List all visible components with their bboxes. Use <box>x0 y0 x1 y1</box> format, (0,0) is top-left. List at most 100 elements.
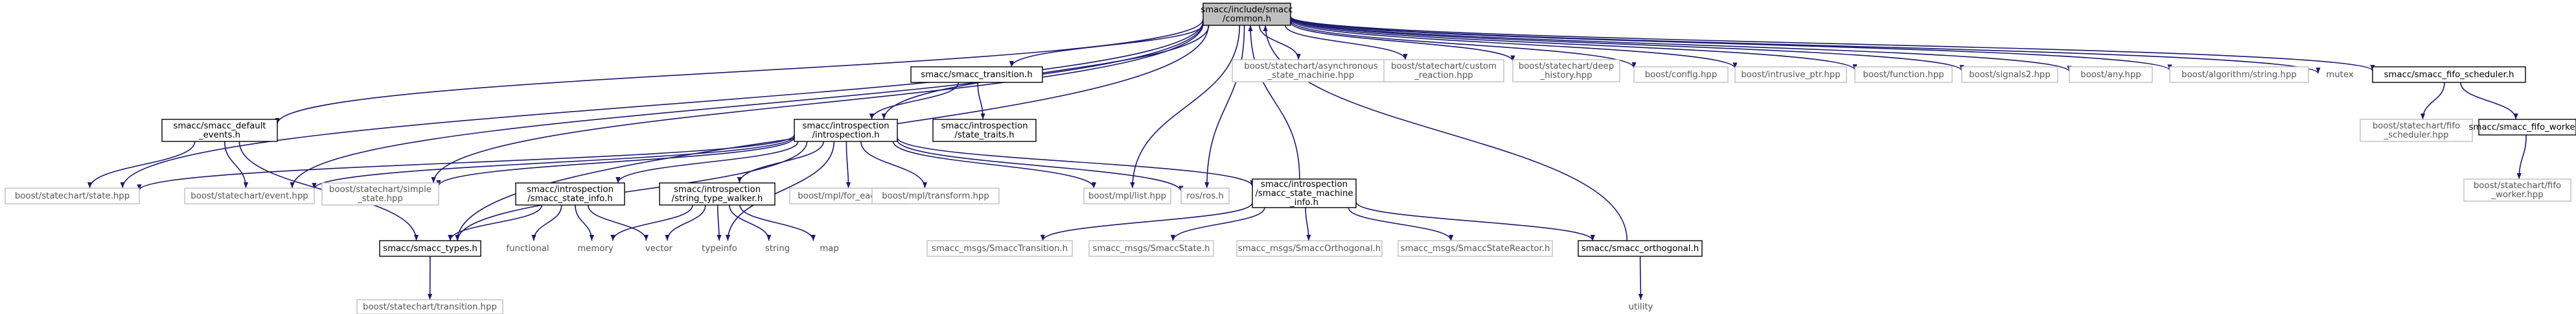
edge-smacc_state_machine_info-to-smacc_orthogonal <box>1355 201 1595 241</box>
node-deep_history: boost/statechart/deep_history.hpp <box>1512 59 1620 82</box>
edge-smacc_include_smacc_common-to-smacc_default_events <box>275 19 1204 125</box>
node-label-line: _events.h <box>198 130 240 140</box>
edge-smacc_include_smacc_common-to-mutex <box>1290 16 2321 74</box>
node-box <box>1083 187 1171 204</box>
node-label-line: boost/statechart/custom <box>1391 62 1497 71</box>
node-asynchronous_state_machine: boost/statechart/asynchronous_state_mach… <box>1232 59 1390 82</box>
edge-smacc_include_smacc_common-to-event_hpp <box>290 22 1204 189</box>
node-smacc_msgs_transition: smacc_msgs/SmaccTransition.h <box>926 240 1073 257</box>
edges-layer <box>87 16 2527 300</box>
node-introspection[interactable]: smacc/introspection/introspection.h <box>794 119 898 142</box>
edge-smacc_include_smacc_common-to-boost_function <box>1290 18 1857 71</box>
node-label-line: _scheduler.hpp <box>2383 130 2448 140</box>
node-label-line: smacc_msgs/SmaccStateReactor.h <box>1401 244 1550 254</box>
node-label-line: boost/statechart/transition.hpp <box>363 302 497 312</box>
node-intrusive_ptr: boost/intrusive_ptr.hpp <box>1734 66 1847 83</box>
edge-smacc_state_machine_info-to-smacc_msgs_orthogonal <box>1305 207 1311 241</box>
edge-smacc_state_machine_info-to-smacc_msgs_transition <box>1040 202 1253 241</box>
edge-smacc_state_machine_info-to-smacc_msgs_state <box>1170 207 1265 241</box>
node-box <box>871 187 1000 204</box>
node-label-line: typeinfo <box>702 244 737 254</box>
node-label-line: /state_traits.h <box>954 130 1014 140</box>
node-box <box>1088 240 1214 257</box>
node-functional: functional <box>506 244 549 254</box>
node-fifo_worker[interactable]: smacc/smacc_fifo_worker.h <box>2468 119 2576 136</box>
node-box <box>1383 59 1504 82</box>
node-fifo_scheduler[interactable]: smacc/smacc_fifo_scheduler.h <box>2372 66 2526 83</box>
node-label-line: _state_machine.hpp <box>1267 71 1355 80</box>
edge-smacc_include_smacc_common-to-asynchronous_state_machine <box>1259 25 1301 60</box>
node-label-line: boost/statechart/deep <box>1519 62 1614 71</box>
node-box <box>2463 178 2571 202</box>
edge-introspection-to-mpl_list <box>892 141 1096 189</box>
edge-smacc_state_machine_info-to-smacc_msgs_state_reactor <box>1348 207 1454 241</box>
edge-introspection-to-for_each <box>845 141 851 189</box>
node-boost_function: boost/function.hpp <box>1854 66 1953 83</box>
node-smacc_state_machine_info[interactable]: smacc/introspection/smacc_state_machine_… <box>1252 178 1357 208</box>
node-label-line: _worker.hpp <box>2490 190 2543 200</box>
node-box <box>1961 66 2058 83</box>
edge-smacc_state_info-to-functional <box>531 204 562 241</box>
node-label-line: boost/statechart/simple <box>329 185 431 195</box>
node-label-line: /smacc_state_machine <box>1255 189 1353 199</box>
node-label-line: boost/signals2.hpp <box>1969 70 2051 80</box>
node-label-line: boost/statechart/event.hpp <box>190 191 308 201</box>
edge-smacc_default_events-to-state_hpp <box>87 141 196 189</box>
node-smacc_include_smacc_common: smacc/include/smacc/common.h <box>1201 3 1293 26</box>
edge-smacc_include_smacc_common-to-deep_history <box>1290 21 1515 62</box>
node-box <box>356 299 503 314</box>
node-label-line: boost/statechart/state.hpp <box>15 191 130 201</box>
node-box <box>1512 59 1620 82</box>
node-label-line: smacc/smacc_orthogonal.h <box>1581 244 1699 254</box>
node-algorithm_string: boost/algorithm/string.hpp <box>2169 66 2309 83</box>
node-box <box>2069 66 2153 83</box>
node-box <box>794 119 898 142</box>
node-signals2: boost/signals2.hpp <box>1961 66 2058 83</box>
node-label-line: boost/statechart/fifo <box>2474 181 2561 191</box>
node-box <box>379 240 481 257</box>
node-label-line: smacc/smacc_fifo_scheduler.h <box>2384 70 2514 80</box>
node-smacc_transition[interactable]: smacc/smacc_transition.h <box>910 66 1043 83</box>
node-memory: memory <box>577 244 614 254</box>
node-box <box>321 182 439 206</box>
node-label-line: _info.h <box>1289 198 1318 208</box>
node-box <box>1734 66 1847 83</box>
edge-smacc_include_smacc_common-to-state_hpp <box>120 21 1204 189</box>
edge-introspection-to-smacc_state_machine_info <box>897 137 1255 187</box>
node-label-line: smacc/smacc_default <box>173 121 266 131</box>
node-string_type_walker[interactable]: smacc/introspection/string_type_walker.h <box>659 182 776 206</box>
node-label-line: vector <box>645 244 673 254</box>
node-label-line: _state.hpp <box>357 194 403 204</box>
node-label-line: /introspection.h <box>812 130 879 140</box>
node-box <box>1252 178 1357 208</box>
edge-smacc_include_smacc_common-to-fifo_scheduler <box>1290 16 2375 71</box>
node-label-line: smacc/introspection <box>802 121 889 131</box>
edge-smacc_transition-to-state_traits <box>977 82 985 120</box>
node-label-line: smacc/introspection <box>941 121 1028 131</box>
edge-smacc_state_info-to-memory <box>575 204 594 241</box>
edge-introspection-to-state_hpp <box>137 134 795 191</box>
edge-smacc_include_smacc_common-to-intrusive_ptr <box>1290 19 1738 69</box>
edge-string_type_walker-to-string <box>729 204 772 241</box>
node-label-line: _reaction.hpp <box>1414 71 1473 80</box>
edge-smacc_orthogonal-to-smacc_include_smacc_common <box>1263 25 1628 241</box>
node-state_traits[interactable]: smacc/introspection/state_traits.h <box>932 119 1037 142</box>
node-smacc_msgs_state: smacc_msgs/SmaccState.h <box>1088 240 1214 257</box>
edge-smacc_include_smacc_common-to-simple_state <box>431 23 1204 184</box>
edge-smacc_include_smacc_common-to-introspection <box>881 25 1210 120</box>
edge-string_type_walker-to-typeinfo <box>717 204 722 241</box>
node-mutex: mutex <box>2326 70 2354 80</box>
node-label-line: smacc/smacc_fifo_worker.h <box>2468 123 2576 132</box>
node-smacc_default_events[interactable]: smacc/smacc_default_events.h <box>161 119 278 142</box>
node-label-line: boost/mpl/transform.hpp <box>882 191 989 201</box>
node-label-line: ros/ros.h <box>1186 191 1224 201</box>
edge-introspection-to-typeinfo <box>725 141 835 241</box>
node-smacc_orthogonal[interactable]: smacc/smacc_orthogonal.h <box>1578 240 1703 257</box>
node-smacc_types[interactable]: smacc/smacc_types.h <box>379 240 481 257</box>
node-label-line: smacc/introspection <box>527 185 614 195</box>
node-label-line: boost/any.hpp <box>2080 70 2141 80</box>
edge-smacc_state_info-to-smacc_types <box>448 204 543 241</box>
node-label-line: utility <box>1629 302 1653 312</box>
node-smacc_state_info[interactable]: smacc/introspection/smacc_state_info.h <box>515 182 625 206</box>
node-boost_config: boost/config.hpp <box>1633 66 1729 83</box>
